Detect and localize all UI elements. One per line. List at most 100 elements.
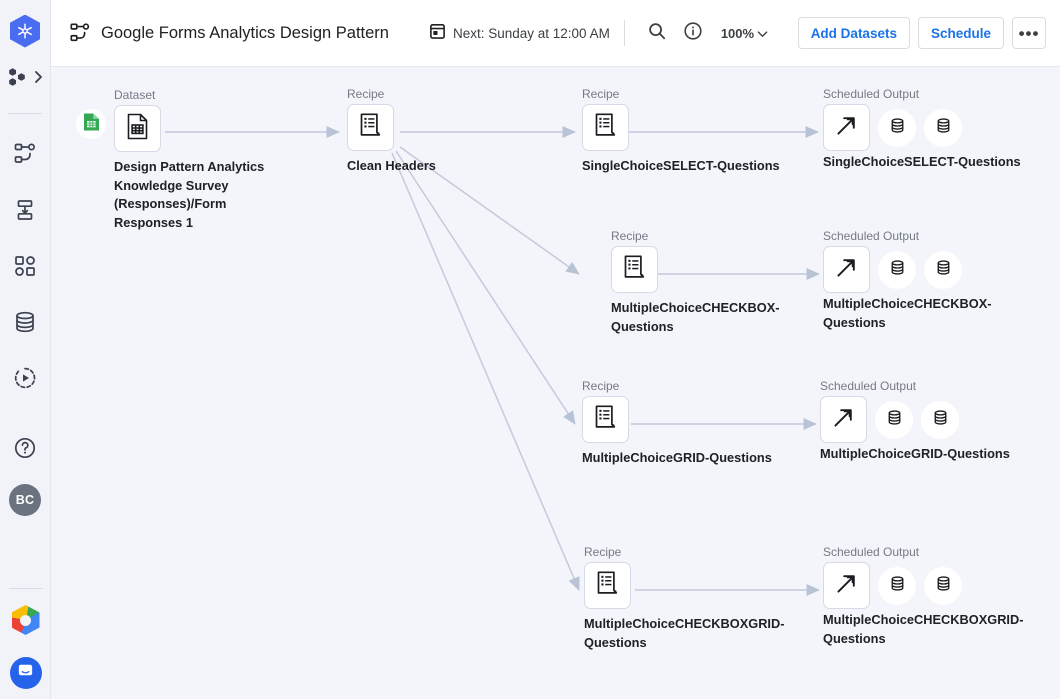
- node-label: SingleChoiceSELECT-Questions: [582, 158, 780, 173]
- flow-graph-icon: [69, 22, 91, 44]
- publish-target-1[interactable]: [878, 567, 916, 605]
- search-button[interactable]: [642, 18, 672, 48]
- squares-circles-icon: [13, 254, 37, 283]
- publish-target-2[interactable]: [921, 401, 959, 439]
- header-divider: [623, 20, 625, 46]
- support-chat-button[interactable]: [9, 657, 42, 689]
- add-datasets-button[interactable]: Add Datasets: [797, 17, 910, 49]
- publish-target-1[interactable]: [878, 109, 916, 147]
- plan-stack-icon: [13, 198, 37, 227]
- dataset-tile[interactable]: [114, 105, 161, 152]
- node-kind-label: Scheduled Output: [823, 545, 920, 559]
- external-link-arrow-icon: [834, 255, 859, 285]
- sidebar-item-jobs[interactable]: [0, 352, 51, 408]
- app-header: Google Forms Analytics Design Pattern Ne…: [51, 0, 1060, 67]
- rail-divider-bottom: [8, 588, 43, 589]
- more-options-button[interactable]: •••: [1012, 17, 1046, 49]
- node-kind-label: Recipe: [584, 545, 622, 559]
- avatar: BC: [9, 484, 41, 516]
- user-avatar-button[interactable]: BC: [0, 478, 51, 522]
- node-kind-label: Dataset: [114, 88, 156, 102]
- node-kind-label: Scheduled Output: [820, 379, 917, 393]
- node-kind-label: Recipe: [347, 87, 385, 101]
- trifacta-hex-logo-icon: [10, 14, 40, 48]
- output-row: [823, 104, 1028, 151]
- google-cloud-hex-icon: [11, 605, 40, 635]
- recipe-icon: [593, 404, 619, 435]
- publish-target-2[interactable]: [924, 109, 962, 147]
- output-tile[interactable]: [823, 562, 870, 609]
- database-icon: [935, 575, 952, 597]
- recipe-icon: [593, 112, 619, 143]
- info-button[interactable]: [678, 18, 708, 48]
- external-link-arrow-icon: [834, 113, 859, 143]
- node-recipe-1[interactable]: Recipe MultipleChoiceCHECKBOX-Qu: [611, 230, 811, 336]
- publish-target-2[interactable]: [924, 567, 962, 605]
- output-tile[interactable]: [823, 104, 870, 151]
- node-label: MultipleChoiceGRID-Questions: [582, 450, 772, 465]
- node-kind-label: Scheduled Output: [823, 229, 920, 243]
- search-icon: [647, 21, 667, 46]
- spreadsheet-file-icon: [125, 113, 150, 145]
- recipe-tile[interactable]: [582, 104, 629, 151]
- database-icon: [935, 117, 952, 139]
- recipe-tile[interactable]: [582, 396, 629, 443]
- rail-bottom: [0, 588, 51, 699]
- info-circle-icon: [683, 21, 703, 46]
- node-output-1[interactable]: Scheduled Output: [823, 230, 1023, 332]
- node-label: MultipleChoiceCHECKBOXGRID-Questions: [823, 612, 1024, 646]
- recipe-tile[interactable]: [611, 246, 658, 293]
- database-icon: [889, 575, 906, 597]
- chevron-down-icon: [757, 26, 768, 41]
- sidebar-item-help[interactable]: [0, 422, 51, 478]
- output-tile[interactable]: [823, 246, 870, 293]
- output-row: [823, 246, 1023, 293]
- project-switcher[interactable]: [0, 66, 50, 93]
- publish-target-2[interactable]: [924, 251, 962, 289]
- chat-bubble-icon: [16, 661, 35, 685]
- publish-target-1[interactable]: [878, 251, 916, 289]
- publish-target-1[interactable]: [875, 401, 913, 439]
- page-title: Google Forms Analytics Design Pattern: [101, 23, 389, 42]
- rail-divider-top: [8, 113, 42, 114]
- recipe-tile[interactable]: [347, 104, 394, 151]
- recipe-icon: [622, 254, 648, 285]
- node-recipe-3[interactable]: Recipe MultipleChoiceCHECKBOXGRI: [584, 546, 789, 652]
- play-history-icon: [13, 366, 37, 395]
- node-output-3[interactable]: Scheduled Output: [823, 546, 1028, 648]
- recipe-icon: [358, 112, 384, 143]
- project-nodes-icon: [6, 66, 32, 93]
- sidebar-item-connections[interactable]: [0, 240, 51, 296]
- node-output-0[interactable]: Scheduled Output: [823, 88, 1028, 172]
- node-dataset-source[interactable]: Dataset Design Pattern Analytics Knowled…: [114, 89, 289, 232]
- node-recipe-clean-headers[interactable]: Recipe: [347, 88, 497, 176]
- database-icon: [889, 259, 906, 281]
- chevron-right-icon: [34, 70, 43, 89]
- node-label: Clean Headers: [347, 158, 436, 173]
- flow-canvas[interactable]: Dataset Design Pattern Analytics Knowled…: [51, 67, 1060, 699]
- calendar-icon: [429, 22, 446, 45]
- external-link-arrow-icon: [831, 405, 856, 435]
- node-label: MultipleChoiceCHECKBOX-Questions: [823, 296, 992, 330]
- main-column: Google Forms Analytics Design Pattern Ne…: [51, 0, 1060, 699]
- schedule-text: Next: Sunday at 12:00 AM: [452, 25, 610, 41]
- node-kind-label: Recipe: [611, 229, 649, 243]
- database-icon: [889, 117, 906, 139]
- node-output-2[interactable]: Scheduled Output: [820, 380, 1025, 464]
- database-icon: [886, 409, 903, 431]
- node-kind-label: Recipe: [582, 87, 620, 101]
- google-cloud-button[interactable]: [0, 597, 51, 643]
- node-recipe-2[interactable]: Recipe MultipleChoiceGRID-Questi: [582, 380, 792, 468]
- zoom-control[interactable]: 100%: [721, 26, 768, 41]
- node-recipe-0[interactable]: Recipe SingleChoiceSELECT-Questi: [582, 88, 797, 176]
- sidebar-item-datasets[interactable]: [0, 296, 51, 352]
- schedule-button[interactable]: Schedule: [917, 17, 1004, 49]
- output-tile[interactable]: [820, 396, 867, 443]
- sidebar-item-flows[interactable]: [0, 128, 51, 184]
- recipe-tile[interactable]: [584, 562, 631, 609]
- app-logo[interactable]: [10, 14, 40, 48]
- schedule-indicator[interactable]: Next: Sunday at 12:00 AM: [429, 22, 610, 45]
- database-icon: [935, 259, 952, 281]
- sidebar-item-plans[interactable]: [0, 184, 51, 240]
